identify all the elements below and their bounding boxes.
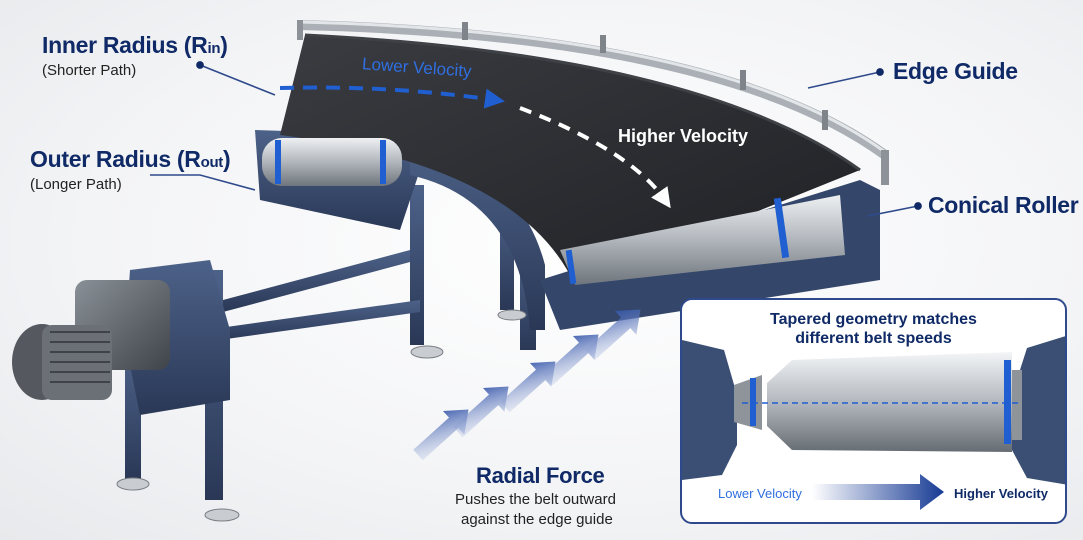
rail-brackets (462, 22, 828, 130)
right-bearing-housing (1012, 336, 1065, 485)
inset-lower-velocity-label: Lower Velocity (718, 486, 802, 501)
radial-force-arrow (585, 309, 641, 361)
lower-velocity-arrow (279, 85, 505, 109)
radial-force-arrow (453, 386, 509, 438)
leg (410, 185, 424, 345)
radial-force-label: Radial Force (476, 463, 605, 488)
left-bearing-housing (682, 340, 737, 480)
floor-pad (204, 508, 240, 522)
outer-radius-leader (150, 174, 256, 191)
conical-roller-leader (867, 202, 922, 217)
edge-guide-label: Edge Guide (893, 58, 1018, 84)
floor-pads (116, 309, 527, 522)
radial-force-desc-2: against the edge guide (461, 511, 613, 528)
edge-guide-rail (297, 20, 889, 185)
inner-radius-label: Inner Radius (Rin) (42, 32, 228, 58)
cross-beam (205, 300, 420, 342)
higher-velocity-belt-label: Higher Velocity (618, 126, 749, 146)
edge-guide-leader (807, 68, 884, 89)
left-roller-band (750, 378, 756, 426)
inset-illustration (682, 336, 1065, 510)
cross-beam (223, 250, 410, 312)
radial-force-arrow (413, 409, 469, 461)
belt-edge (304, 33, 861, 172)
curved-side-frame (410, 135, 545, 330)
drive-motor (12, 260, 230, 415)
floor-pad (497, 309, 527, 321)
floor-pad (116, 477, 150, 491)
right-roller-band (1004, 360, 1011, 444)
inset-higher-velocity-label: Higher Velocity (954, 486, 1048, 501)
tapered-roller (767, 352, 1012, 452)
outer-radius-label: Outer Radius (Rout) (30, 146, 231, 172)
floor-pad (410, 345, 444, 359)
outer-radius-note: (Longer Path) (30, 176, 122, 193)
inset-title: Tapered geometry matches different belt … (770, 311, 977, 347)
conical-roller-label: Conical Roller (928, 192, 1079, 218)
inner-radius-note: (Shorter Path) (42, 62, 137, 79)
radial-force-arrow (500, 361, 556, 413)
velocity-gradient-arrow (812, 474, 944, 510)
inner-radius-leader (196, 61, 276, 96)
radial-force-arrow (543, 334, 599, 386)
conical-roller (560, 195, 845, 285)
radial-force-arrows (413, 309, 641, 461)
higher-velocity-arrow (519, 106, 671, 209)
inner-roller (262, 138, 402, 186)
radial-force-desc-1: Pushes the belt outward (455, 491, 616, 508)
tapered-geometry-inset: Tapered geometry matches different belt … (680, 298, 1067, 524)
